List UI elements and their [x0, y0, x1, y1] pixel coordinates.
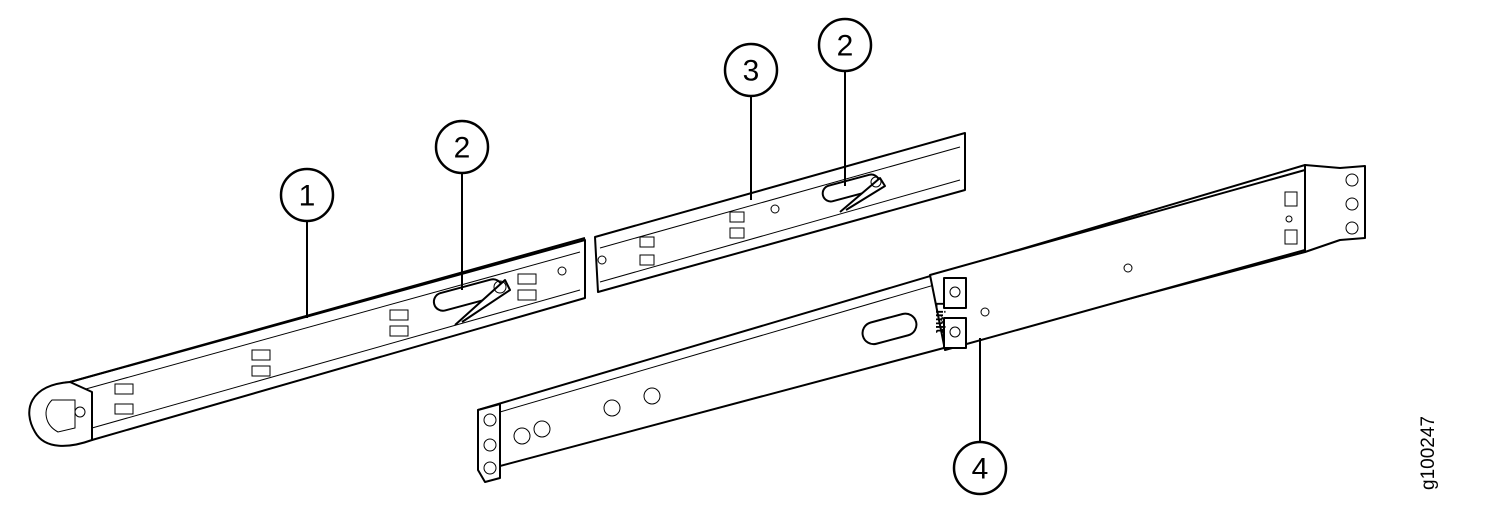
middle-rail — [594, 132, 966, 293]
svg-text:1: 1 — [299, 180, 316, 213]
svg-text:2: 2 — [454, 132, 471, 165]
outer-rail: Limit — [477, 164, 1366, 483]
callout-2a: 2 — [434, 119, 490, 175]
svg-text:4: 4 — [972, 453, 989, 486]
svg-text:3: 3 — [743, 55, 760, 88]
callout-4: 4 — [952, 440, 1008, 496]
callout-1: 1 — [279, 167, 335, 223]
svg-text:2: 2 — [837, 30, 854, 63]
inner-rail — [28, 237, 586, 447]
release-latch — [432, 278, 511, 326]
figure-id: g100247 — [1418, 416, 1439, 490]
limit-marking: Limit — [933, 302, 948, 334]
callout-3: 3 — [723, 42, 779, 98]
callout-2b: 2 — [817, 17, 873, 73]
slots — [114, 266, 567, 415]
